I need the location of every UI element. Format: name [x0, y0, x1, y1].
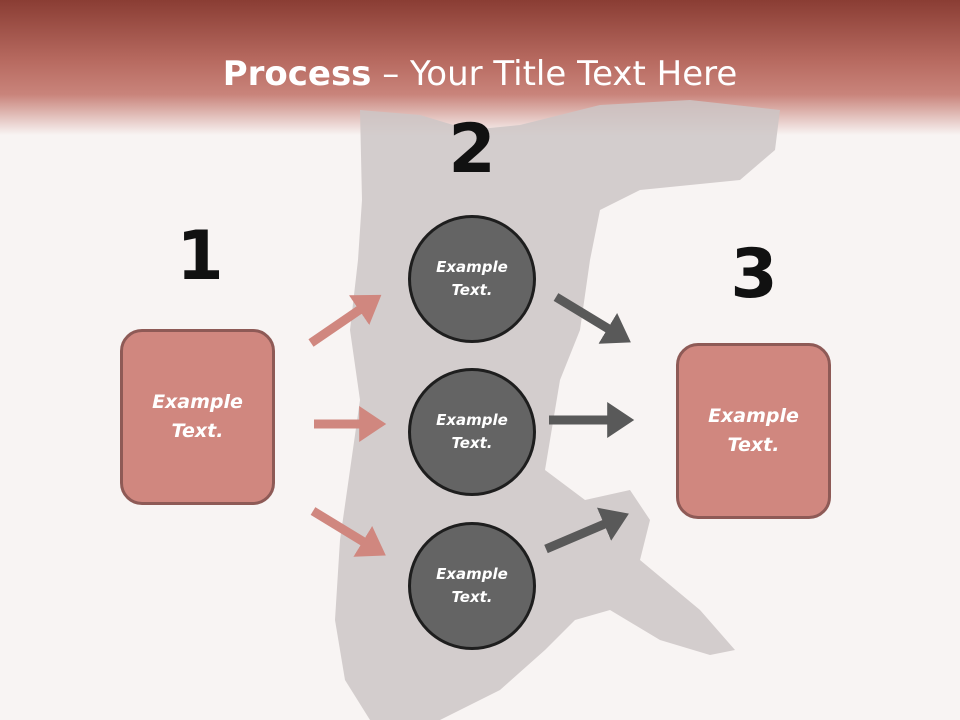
circle-middle: Example Text. — [408, 368, 536, 496]
circle-middle-line2: Text. — [451, 434, 493, 452]
circle-top-line1: Example — [436, 258, 508, 276]
title-rest: – Your Title Text Here — [371, 54, 738, 94]
arrow-left-up — [308, 294, 382, 347]
left-box-line1: Example — [152, 391, 243, 413]
title-banner — [0, 0, 960, 135]
left-box-line2: Text. — [171, 420, 224, 442]
title-bold: Process — [222, 54, 372, 94]
circle-bottom-line1: Example — [436, 565, 508, 583]
step-number-3: 3 — [730, 235, 778, 314]
arrow-right-up — [544, 507, 629, 554]
circle-top: Example Text. — [408, 215, 536, 343]
circle-top-line2: Text. — [451, 281, 493, 299]
circle-bottom: Example Text. — [408, 522, 536, 650]
right-box-line1: Example — [708, 405, 799, 427]
step-number-2: 2 — [448, 110, 496, 189]
step-number-1: 1 — [176, 217, 224, 296]
right-box-line2: Text. — [727, 434, 780, 456]
left-process-box: Example Text. — [120, 329, 275, 505]
slide-title: Process – Your Title Text Here — [0, 52, 960, 96]
arrow-right-down — [553, 293, 631, 344]
arrow-left-down — [310, 507, 386, 557]
circle-middle-line1: Example — [436, 411, 508, 429]
right-process-box: Example Text. — [676, 343, 831, 519]
circle-bottom-line2: Text. — [451, 588, 493, 606]
